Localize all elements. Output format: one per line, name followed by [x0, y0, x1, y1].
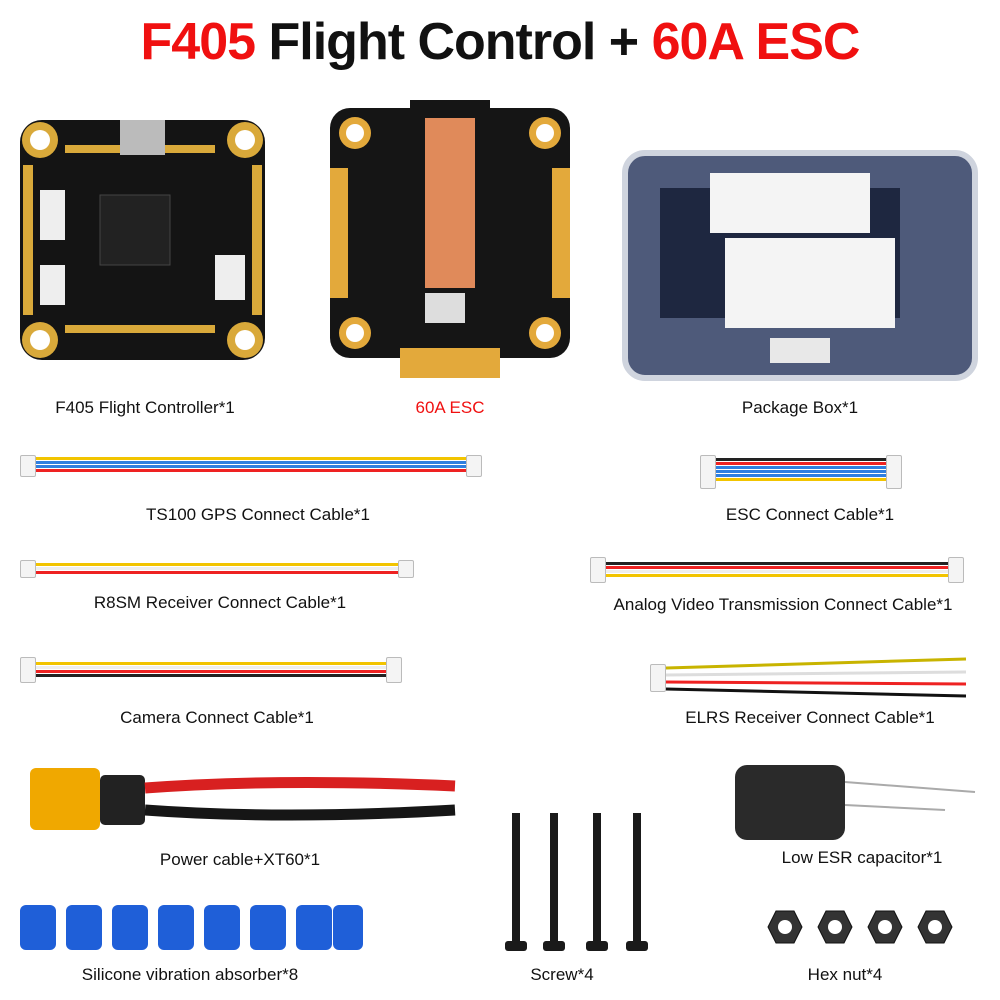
power-cable-image: [30, 768, 456, 830]
cable-connector: [20, 560, 36, 578]
r8sm-cable-image: [36, 563, 398, 577]
title-esc: 60A ESC: [651, 13, 861, 71]
screws-image: [505, 813, 648, 951]
label-flight-controller: F405 Flight Controller*1: [55, 398, 235, 417]
label-power-cable: Power cable+XT60*1: [159, 850, 321, 869]
label-esc-cable: ESC Connect Cable*1: [725, 505, 895, 524]
label-capacitor: Low ESR capacitor*1: [781, 848, 943, 867]
label-video-cable: Analog Video Transmission Connect Cable*…: [613, 595, 953, 614]
label-camera-cable: Camera Connect Cable*1: [120, 708, 314, 727]
label-elrs-cable: ELRS Receiver Connect Cable*1: [685, 708, 935, 727]
cable-connector: [700, 455, 716, 489]
cable-connector: [20, 657, 36, 683]
esc-cable-image: [716, 458, 886, 488]
cable-connector: [650, 664, 666, 692]
esc-image: [330, 100, 570, 378]
package-box-image: [622, 150, 978, 381]
gps-cable-image: [36, 457, 466, 472]
page-title: F405 Flight Control + 60A ESC: [0, 12, 1000, 72]
title-middle: Flight Control +: [255, 13, 652, 71]
title-f405: F405: [140, 13, 257, 71]
flight-controller-image: [20, 120, 265, 360]
cable-connector: [466, 455, 482, 477]
cable-connector: [386, 657, 402, 683]
label-package-box: Package Box*1: [741, 398, 859, 417]
video-cable-image: [606, 562, 948, 582]
label-vibration-absorber: Silicone vibration absorber*8: [81, 965, 299, 984]
cable-connector: [886, 455, 902, 489]
label-hex-nut: Hex nut*4: [807, 965, 883, 984]
label-r8sm-cable: R8SM Receiver Connect Cable*1: [93, 593, 347, 612]
cable-connector: [398, 560, 414, 578]
vibration-absorbers-image: [20, 905, 363, 950]
label-gps-cable: TS100 GPS Connect Cable*1: [146, 505, 370, 524]
camera-cable-image: [36, 662, 386, 682]
capacitor-image: [735, 765, 976, 840]
label-screw: Screw*4: [530, 965, 594, 984]
cable-connector: [590, 557, 606, 583]
elrs-cable-image: [666, 657, 967, 698]
cable-connector: [948, 557, 964, 583]
label-esc: 60A ESC: [415, 398, 485, 417]
hex-nuts-image: [767, 910, 953, 944]
cable-connector: [20, 455, 36, 477]
